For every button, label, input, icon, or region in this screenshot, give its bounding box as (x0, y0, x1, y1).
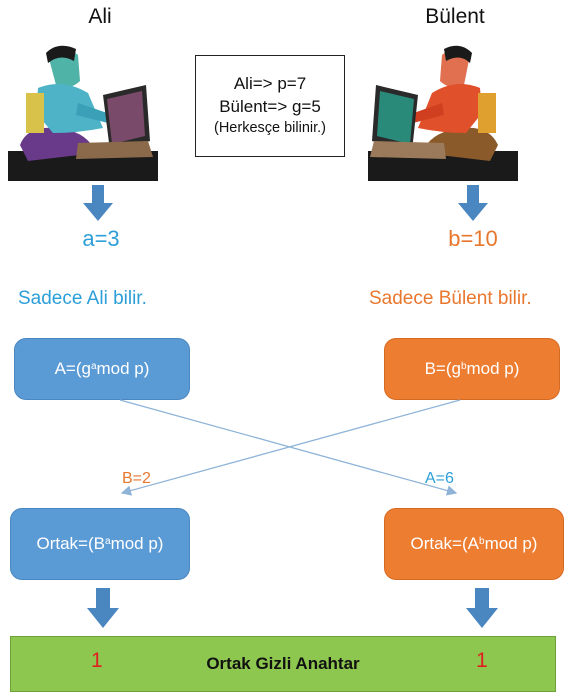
bulent-shared-key-suffix: mod p) (484, 534, 538, 553)
shared-secret-bar: 1 Ortak Gizli Anahtar 1 (10, 636, 556, 692)
bulent-person-icon (368, 45, 518, 181)
bulent-name: Bülent (425, 5, 485, 28)
bulent-shared-key-prefix: Ortak=(A (410, 534, 480, 553)
ali-person-icon (8, 45, 158, 181)
ali-public-key-prefix: A=(g (54, 359, 91, 378)
ali-shared-key-suffix: mod p) (110, 534, 164, 553)
ali-public-key-suffix: mod p) (96, 359, 150, 378)
public-info-line2: Bülent=> g=5 (219, 97, 321, 117)
bulent-public-key-suffix: mod p) (466, 359, 520, 378)
public-info-note: (Herkesçe bilinir.) (214, 120, 326, 137)
ali-shared-value: 1 (91, 649, 103, 672)
ali-knowledge-label: Sadece Ali bilir. (18, 288, 147, 309)
bulent-secret: b=10 (448, 226, 498, 251)
a-to-bulent-line (119, 399, 458, 496)
exchange-to-ali: B=2 (122, 470, 151, 487)
bulent-public-key-prefix: B=(g (424, 359, 461, 378)
public-info-line1: Ali=> p=7 (233, 74, 307, 94)
down-arrow-icon (87, 588, 119, 628)
shared-secret-title: Ortak Gizli Anahtar (206, 654, 360, 673)
ali-name: Ali (88, 5, 112, 28)
bulent-shared-value: 1 (476, 649, 488, 672)
ali-secret: a=3 (82, 226, 120, 251)
exchange-to-bulent: A=6 (425, 470, 454, 487)
public-info-box: Ali=> p=7 Bülent=> g=5 (Herkesçe bilinir… (195, 55, 345, 157)
b-to-ali-line (120, 399, 461, 496)
down-arrow-icon (458, 185, 488, 221)
down-arrow-icon (466, 588, 498, 628)
bulent-knowledge-label: Sadece Bülent bilir. (369, 288, 532, 309)
ali-shared-key-prefix: Ortak=(B (36, 534, 106, 553)
down-arrow-icon (83, 185, 113, 221)
